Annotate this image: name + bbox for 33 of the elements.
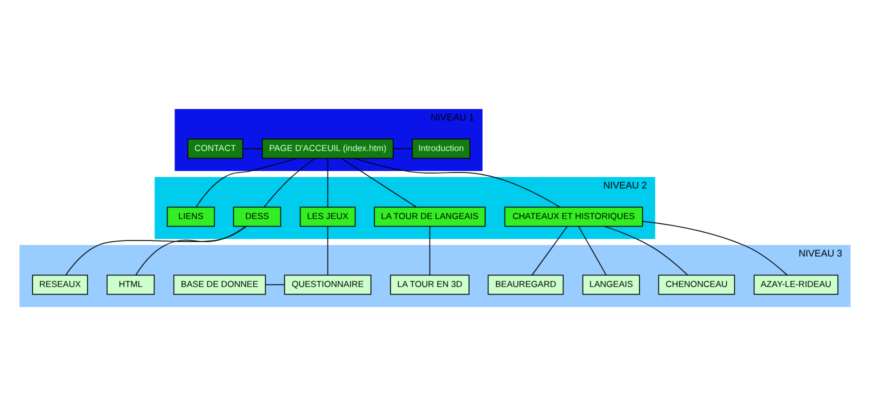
node-box: LA TOUR DE LANGEAIS (374, 206, 486, 226)
node-box: CHATEAUX ET HISTORIQUES (504, 206, 643, 226)
node-box: DESS (233, 206, 282, 226)
node-box: Introduction (412, 138, 470, 158)
node-box: LES JEUX (300, 206, 356, 226)
node-box: LANGEAIS (582, 274, 640, 294)
connector (354, 157, 560, 207)
node-box: BEAUREGARD (488, 274, 564, 294)
node-box: BASE DE DONNEE (173, 274, 266, 294)
connector (604, 225, 688, 275)
node-box: RESEAUX (32, 274, 88, 294)
connector (327, 226, 328, 275)
connector (135, 226, 246, 275)
node-box: LIENS (166, 206, 215, 226)
connector (242, 148, 263, 149)
connector (341, 158, 417, 207)
connector (196, 157, 298, 207)
connector (264, 157, 316, 207)
node-box: PAGE D'ACCEUIL (index.htm) (262, 138, 394, 158)
connector (65, 226, 247, 275)
node-box: CHENONCEAU (658, 274, 735, 294)
node-box: QUESTIONNAIRE (284, 274, 372, 294)
node-box: AZAY-LE-RIDEAU (754, 274, 838, 294)
connector (327, 158, 328, 207)
node-box: LA TOUR EN 3D (390, 274, 470, 294)
connector (642, 220, 788, 275)
connector (265, 284, 285, 285)
connector (532, 226, 568, 275)
connector (429, 226, 430, 275)
connector (578, 226, 607, 275)
node-box: HTML (106, 274, 155, 294)
connector (392, 148, 412, 149)
node-box: CONTACT (187, 138, 244, 158)
